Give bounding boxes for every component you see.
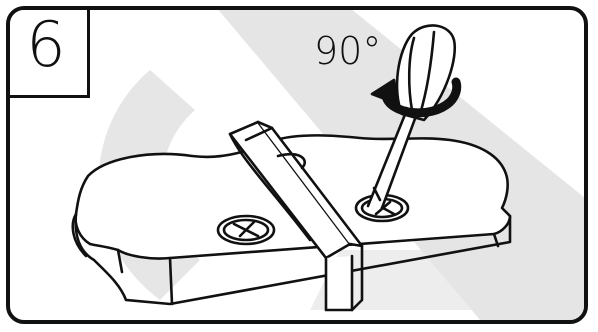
step-number: 6 <box>10 14 82 76</box>
step-number-box: 6 <box>10 10 90 98</box>
instruction-panel: 6 90° <box>6 6 588 324</box>
assembly-illustration <box>10 10 584 320</box>
screw-left <box>218 216 274 244</box>
rotation-angle-label: 90° <box>314 32 381 70</box>
